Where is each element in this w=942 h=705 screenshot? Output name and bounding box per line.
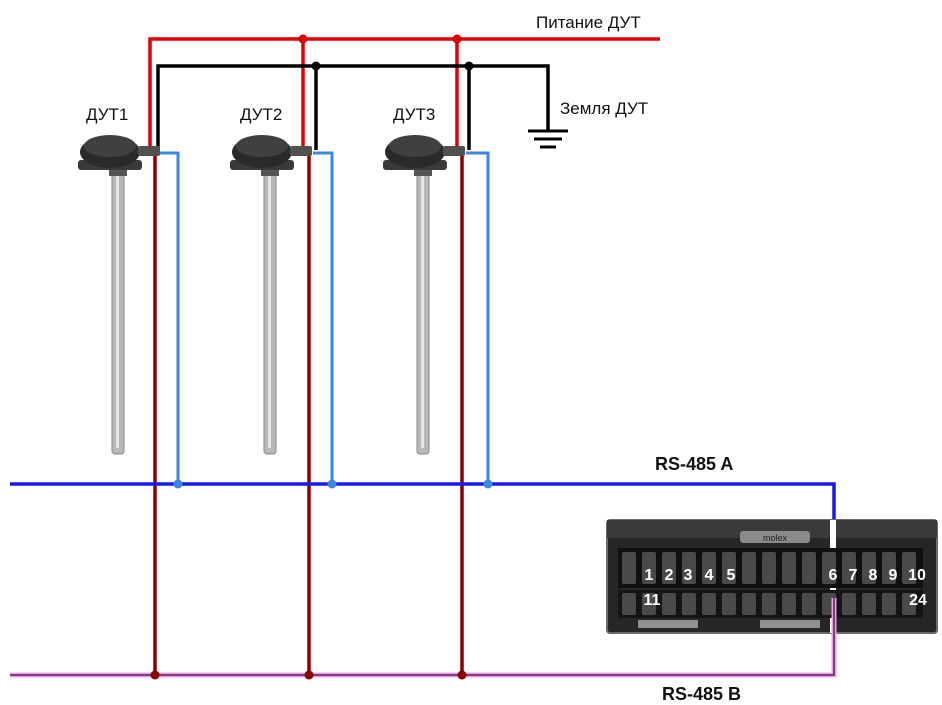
rs485-b-drop-wire — [153, 150, 464, 675]
pin-2: 2 — [665, 567, 674, 584]
pin-slot — [782, 552, 796, 584]
pin-slot — [902, 552, 916, 584]
pin-slot — [782, 593, 796, 615]
rs485-b-bus — [10, 598, 837, 678]
rs485-b-label: RS-485 B — [662, 684, 741, 704]
rs485-b-junction — [304, 670, 314, 680]
power-wire — [148, 37, 660, 148]
rs485-a-label: RS-485 A — [655, 454, 733, 474]
pin-slot — [702, 593, 716, 615]
ground-symbol-icon — [528, 129, 568, 149]
sensor-3-label: ДУТ3 — [393, 105, 435, 124]
pin-slot — [642, 593, 656, 615]
rs485-a-junction — [327, 479, 337, 489]
sensor-1-label: ДУТ1 — [86, 105, 128, 124]
pin-11: 11 — [644, 592, 661, 609]
pin-6: 6 — [829, 567, 838, 584]
pin-slot — [722, 552, 736, 584]
fuel-level-sensor-1 — [78, 135, 160, 455]
power-junction — [298, 34, 308, 44]
pin-slot — [862, 552, 876, 584]
power-junction — [452, 34, 462, 44]
pin-slot — [742, 593, 756, 615]
pin-9: 9 — [889, 567, 898, 584]
pin-slot — [822, 552, 836, 584]
pin-slot — [682, 593, 696, 615]
ground-wire — [156, 64, 550, 150]
ground-label: Земля ДУТ — [560, 99, 648, 118]
pin-slot — [762, 552, 776, 584]
pin-8: 8 — [869, 567, 878, 584]
ground-junction — [464, 61, 474, 71]
rs485-a-junction — [483, 479, 493, 489]
connector-pin-labels: 1 2 3 4 5 6 7 8 9 10 11 24 — [644, 567, 927, 609]
pin-slot — [842, 593, 856, 615]
pin-slot — [702, 552, 716, 584]
pin-slots — [622, 552, 916, 615]
pin-5: 5 — [727, 567, 736, 584]
fuel-level-sensor-2 — [230, 135, 312, 455]
rs485-b-junction — [150, 670, 160, 680]
fuel-level-sensor-3 — [383, 135, 465, 455]
pin-slot — [882, 593, 896, 615]
pin-7: 7 — [849, 567, 858, 584]
pin-slot — [662, 552, 676, 584]
connector-brand: molex — [763, 533, 788, 543]
pin-slot — [662, 593, 676, 615]
pin-slot — [622, 552, 636, 584]
pin-4: 4 — [705, 567, 714, 584]
pin-slot — [802, 593, 816, 615]
pin-slot — [622, 593, 636, 615]
pin-10: 10 — [908, 567, 926, 584]
pin-slot — [882, 552, 896, 584]
power-label: Питание ДУТ — [536, 13, 641, 32]
pin-slot — [722, 593, 736, 615]
pin-slot — [862, 593, 876, 615]
pin-slot — [682, 552, 696, 584]
rs485-a-drop-wire — [158, 151, 490, 484]
pin-slot — [762, 593, 776, 615]
pin-slot — [902, 593, 916, 615]
rs485-a-junction — [173, 479, 183, 489]
pin-slot — [742, 552, 756, 584]
pin-24: 24 — [909, 592, 927, 609]
pin-slot — [642, 552, 656, 584]
pin-slot — [842, 552, 856, 584]
pin-1: 1 — [645, 567, 654, 584]
sensor-2-label: ДУТ2 — [240, 105, 282, 124]
pin-3: 3 — [684, 567, 693, 584]
molex-connector: molex — [606, 519, 938, 634]
pin-slot — [802, 552, 816, 584]
rs485-b-junction — [457, 670, 467, 680]
ground-junction — [311, 61, 321, 71]
